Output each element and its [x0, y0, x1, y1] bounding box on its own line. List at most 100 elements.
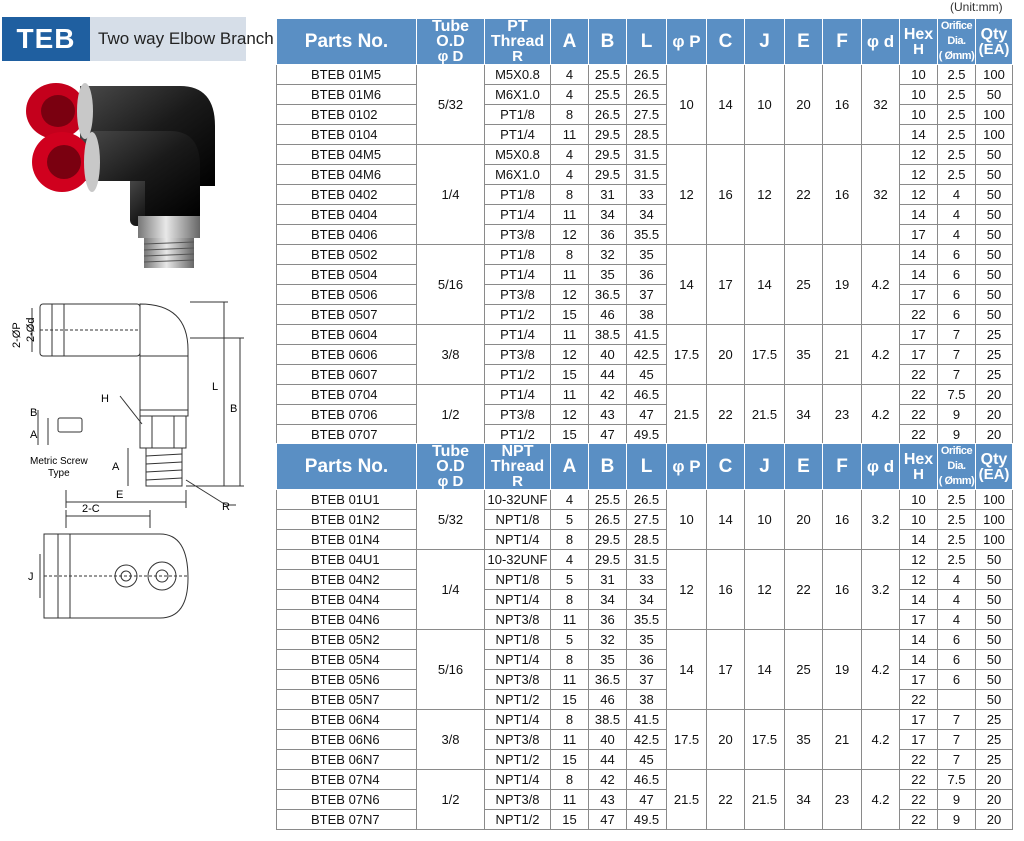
cell-b: 44	[588, 749, 627, 770]
cell-part-no: BTEB 05N7	[276, 689, 417, 710]
cell-hex: 17	[899, 224, 938, 245]
cell-a: 15	[550, 424, 589, 445]
cell-p: 10	[666, 64, 707, 145]
cell-a: 15	[550, 304, 589, 325]
cell-orifice: 2.5	[937, 509, 976, 530]
cell-l: 41.5	[626, 324, 667, 345]
cell-b: 38.5	[588, 709, 627, 730]
cell-orifice: 4	[937, 224, 976, 245]
cell-orifice: 7	[937, 709, 976, 730]
cell-c: 22	[706, 384, 745, 445]
cell-thread: M6X1.0	[484, 164, 551, 185]
cell-l: 47	[626, 404, 667, 425]
cell-b: 42	[588, 769, 627, 790]
cell-hex: 17	[899, 709, 938, 730]
cell-qty: 25	[975, 749, 1013, 770]
cell-b: 35	[588, 649, 627, 670]
cell-thread: PT1/4	[484, 264, 551, 285]
cell-f: 19	[822, 244, 862, 325]
cell-c: 14	[706, 64, 745, 145]
cell-orifice: 6	[937, 669, 976, 690]
cell-a: 5	[550, 569, 589, 590]
cell-qty: 100	[975, 104, 1013, 125]
cell-hex: 12	[899, 144, 938, 165]
cell-d: 32	[861, 144, 900, 245]
cell-p: 12	[666, 549, 707, 630]
cell-part-no: BTEB 0504	[276, 264, 417, 285]
cell-orifice: 2.5	[937, 84, 976, 105]
cell-a: 4	[550, 144, 589, 165]
cell-l: 38	[626, 304, 667, 325]
cell-qty: 25	[975, 364, 1013, 385]
cell-l: 33	[626, 569, 667, 590]
cell-part-no: BTEB 05N2	[276, 629, 417, 650]
cell-part-no: BTEB 07N7	[276, 809, 417, 830]
cell-thread: NPT1/4	[484, 769, 551, 790]
label-p: 2-ØP	[11, 322, 23, 348]
cell-l: 41.5	[626, 709, 667, 730]
col-c: C	[706, 18, 745, 65]
cell-thread: NPT1/2	[484, 689, 551, 710]
cell-thread: 10-32UNF	[484, 489, 551, 510]
cell-thread: PT1/2	[484, 424, 551, 445]
cell-qty: 20	[975, 424, 1013, 445]
cell-b: 46	[588, 689, 627, 710]
cell-qty: 50	[975, 569, 1013, 590]
cell-thread: PT3/8	[484, 404, 551, 425]
cell-thread: NPT1/4	[484, 589, 551, 610]
cell-hex: 22	[899, 404, 938, 425]
cell-orifice: 6	[937, 244, 976, 265]
cell-p: 14	[666, 629, 707, 710]
cell-d: 4.2	[861, 709, 900, 770]
cell-b: 38.5	[588, 324, 627, 345]
cell-part-no: BTEB 07N4	[276, 769, 417, 790]
cell-b: 29.5	[588, 549, 627, 570]
cell-thread: M5X0.8	[484, 144, 551, 165]
cell-qty: 50	[975, 224, 1013, 245]
cell-j: 17.5	[744, 324, 785, 385]
cell-hex: 22	[899, 424, 938, 445]
cell-qty: 100	[975, 509, 1013, 530]
col-b: B	[588, 443, 627, 490]
cell-j: 12	[744, 549, 785, 630]
col-j: J	[744, 443, 785, 490]
label-d: 2-Ød	[25, 318, 37, 342]
cell-qty: 50	[975, 609, 1013, 630]
cell-hex: 10	[899, 104, 938, 125]
cell-part-no: BTEB 0606	[276, 344, 417, 365]
cell-e: 25	[784, 629, 823, 710]
cell-l: 26.5	[626, 84, 667, 105]
cell-hex: 14	[899, 204, 938, 225]
cell-b: 40	[588, 344, 627, 365]
cell-j: 14	[744, 244, 785, 325]
label-e: E	[116, 489, 123, 501]
cell-hex: 10	[899, 84, 938, 105]
col-d: φ d	[861, 443, 900, 490]
cell-a: 15	[550, 749, 589, 770]
cell-l: 35.5	[626, 609, 667, 630]
col-p: φ P	[666, 18, 707, 65]
cell-orifice: 7.5	[937, 769, 976, 790]
cell-orifice: 6	[937, 629, 976, 650]
cell-p: 10	[666, 489, 707, 550]
cell-f: 16	[822, 144, 862, 245]
cell-p: 12	[666, 144, 707, 245]
cell-qty: 50	[975, 669, 1013, 690]
col-e: E	[784, 443, 823, 490]
cell-orifice: 4	[937, 569, 976, 590]
cell-a: 8	[550, 244, 589, 265]
cell-thread: NPT3/8	[484, 729, 551, 750]
cell-thread: NPT3/8	[484, 609, 551, 630]
cell-a: 11	[550, 124, 589, 145]
cell-hex: 12	[899, 184, 938, 205]
cell-part-no: BTEB 0604	[276, 324, 417, 345]
